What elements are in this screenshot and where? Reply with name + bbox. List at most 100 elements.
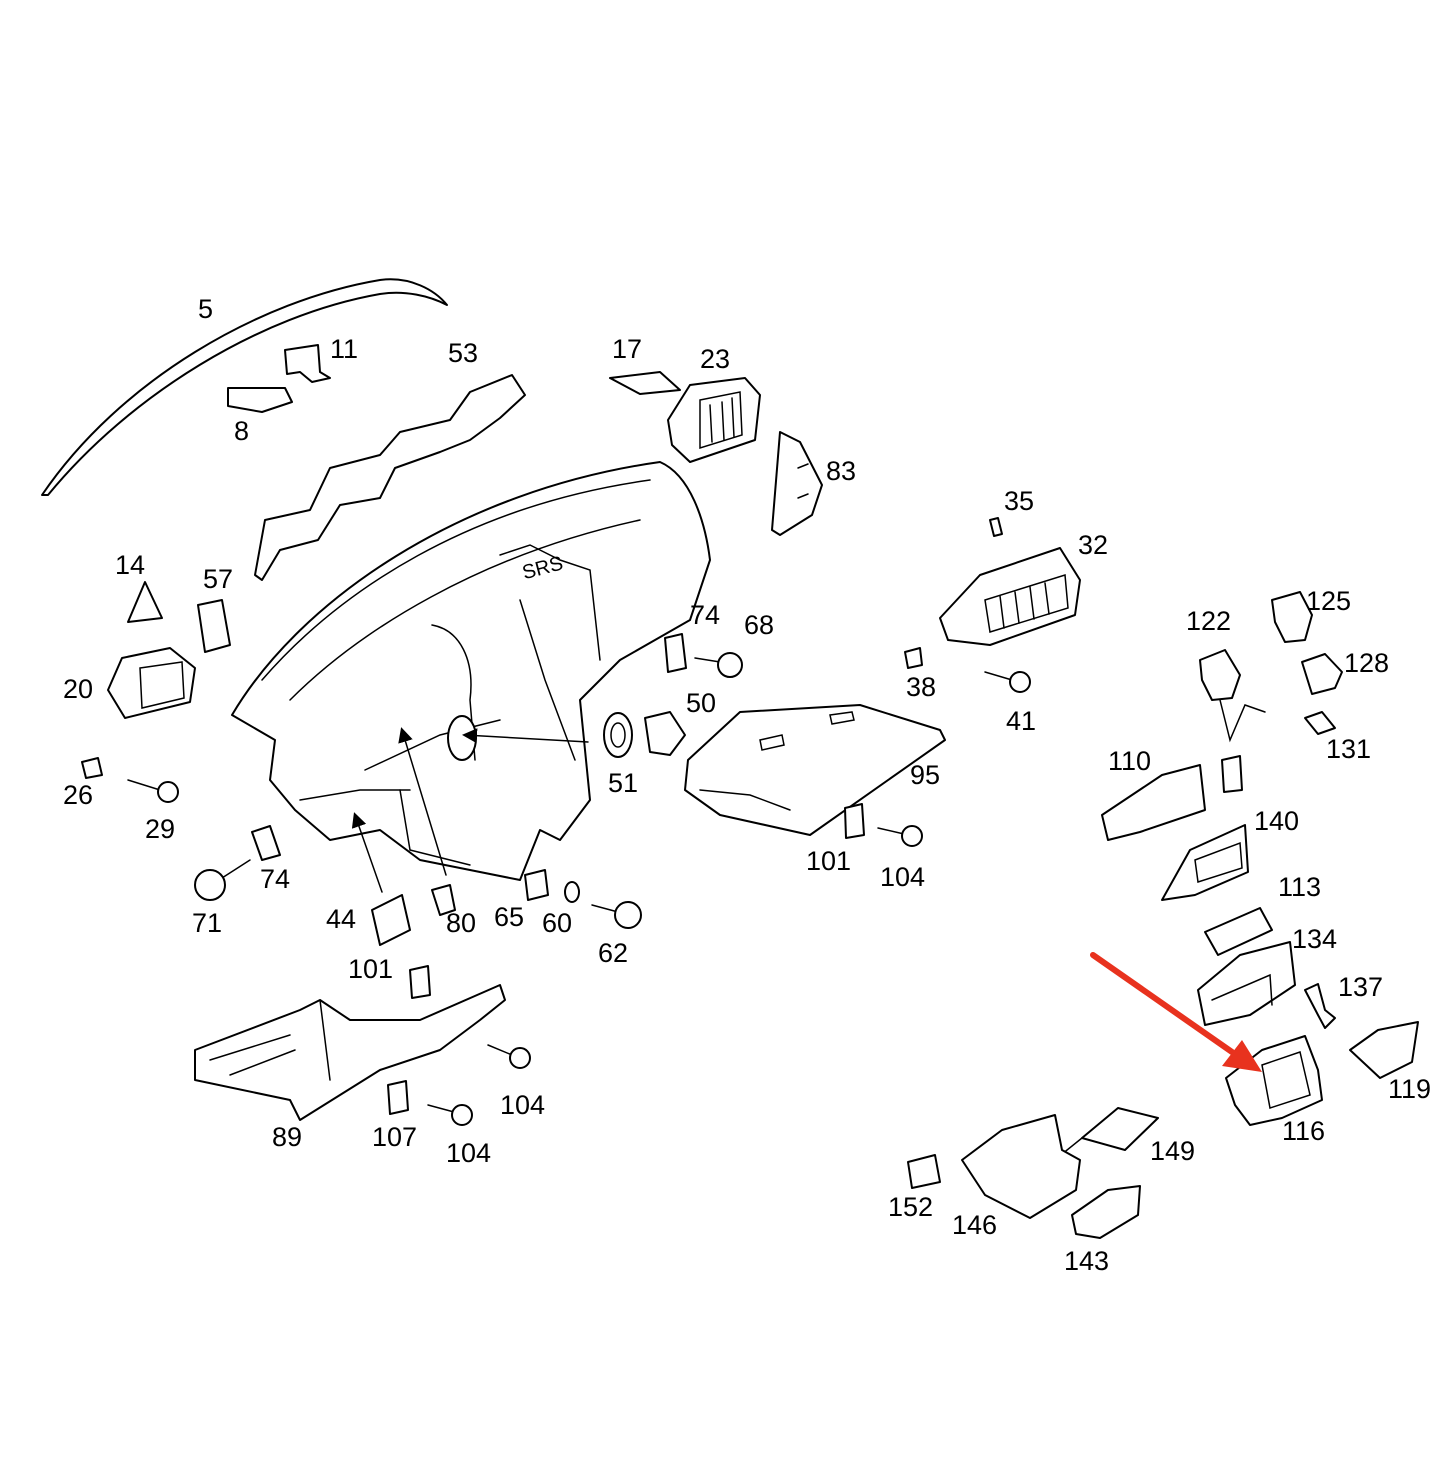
part-152-clip (907, 1154, 941, 1189)
part-125-socket (1271, 591, 1313, 643)
callout-11: 11 (330, 334, 358, 364)
callout-74-left: 74 (260, 864, 290, 894)
callout-122: 122 (1186, 606, 1231, 636)
callout-125: 125 (1306, 586, 1351, 616)
part-89-lower-panel (194, 984, 506, 1121)
part-68-bolt (694, 652, 743, 678)
part-20-air-outlet (107, 647, 196, 719)
part-128-cap (1301, 653, 1343, 695)
part-113-cover (1204, 907, 1273, 956)
part-38-clip (904, 647, 923, 669)
callout-101-upper: 101 (806, 846, 851, 876)
part-101-clip-upper (844, 803, 865, 839)
callout-104-upper: 104 (880, 862, 925, 892)
part-119-tray (1349, 1021, 1419, 1079)
callout-44: 44 (326, 904, 356, 934)
highlight-arrow (1090, 952, 1262, 1072)
part-62-bolt (591, 901, 642, 929)
callout-74-upper: 74 (690, 600, 720, 630)
part-14-grille (127, 581, 163, 623)
part-149-pad (1081, 1107, 1159, 1151)
callout-50: 50 (686, 688, 716, 718)
part-74-clip-left (251, 825, 281, 861)
dashboard-carrier: SRS (231, 461, 711, 881)
callout-38: 38 (906, 672, 936, 702)
callout-41: 41 (1006, 706, 1036, 736)
part-44-cover (371, 894, 411, 946)
callout-119: 119 (1388, 1074, 1431, 1104)
callout-20: 20 (63, 674, 93, 704)
part-107-clip (387, 1080, 409, 1115)
callout-60: 60 (542, 908, 572, 938)
part-26-clip (81, 757, 103, 779)
callout-146: 146 (952, 1210, 997, 1240)
callout-113: 113 (1278, 872, 1321, 902)
callout-32: 32 (1078, 530, 1108, 560)
part-134-tray (1197, 941, 1296, 1026)
callout-51: 51 (608, 768, 638, 798)
part-32-air-outlet (939, 547, 1081, 646)
callout-80: 80 (446, 908, 476, 938)
callout-149: 149 (1150, 1136, 1195, 1166)
part-104-screw-c (877, 825, 923, 847)
part-131-bulb (1304, 711, 1336, 735)
callout-137: 137 (1338, 972, 1383, 1002)
part-110-switch-panel (1101, 764, 1206, 841)
part-60-washer (564, 881, 580, 903)
part-137-fastener (1304, 983, 1336, 1029)
part-51-ring (603, 712, 633, 758)
callout-128: 128 (1344, 648, 1389, 678)
part-57-bracket (197, 599, 231, 653)
callout-104-mid: 104 (500, 1090, 545, 1120)
callout-62: 62 (598, 938, 628, 968)
callout-95: 95 (910, 760, 940, 790)
part-35-clip (989, 517, 1003, 537)
callout-labels: 5 11 8 53 17 23 83 14 57 20 26 29 74 71 … (63, 294, 1431, 1276)
callout-107: 107 (372, 1122, 417, 1152)
callout-8: 8 (234, 416, 249, 446)
part-101-clip-lower (409, 965, 431, 999)
part-53-defroster-duct (254, 374, 526, 581)
part-11-bracket (284, 344, 331, 383)
part-41-screw (984, 671, 1031, 693)
callout-23: 23 (700, 344, 730, 374)
callout-110: 110 (1108, 746, 1151, 776)
callout-116: 116 (1282, 1116, 1325, 1146)
callout-83: 83 (826, 456, 856, 486)
callout-68: 68 (744, 610, 774, 640)
part-95-glove-box (684, 704, 946, 836)
part-146-tray (961, 1114, 1081, 1219)
part-17-grille (609, 371, 681, 395)
callout-29: 29 (145, 814, 175, 844)
callout-14: 14 (115, 550, 145, 580)
part-143-insert (1071, 1185, 1141, 1239)
callout-57: 57 (203, 564, 233, 594)
callout-131: 131 (1326, 734, 1371, 764)
part-140-air-outlet (1161, 824, 1249, 901)
part-5-trim-strip (41, 278, 448, 496)
part-104-screw-a (487, 1044, 531, 1069)
callout-17: 17 (612, 334, 642, 364)
part-104-screw-b (427, 1104, 473, 1126)
callout-152: 152 (888, 1192, 933, 1222)
part-65-clip (524, 869, 549, 901)
part-23-air-outlet (667, 377, 761, 463)
callout-35: 35 (1004, 486, 1034, 516)
callout-71: 71 (192, 908, 222, 938)
callout-53: 53 (448, 338, 478, 368)
part-29-screw (127, 779, 179, 803)
callout-134: 134 (1292, 924, 1337, 954)
callout-140: 140 (1254, 806, 1299, 836)
part-83-side-cover (771, 431, 823, 536)
part-74-clip-upper (664, 633, 687, 673)
callout-26: 26 (63, 780, 93, 810)
part-50-knob (644, 711, 686, 756)
part-122-lighter (1199, 649, 1266, 793)
part-71-bolt (194, 859, 251, 901)
callout-101-lower: 101 (348, 954, 393, 984)
callout-89: 89 (272, 1122, 302, 1152)
part-116-ashtray-housing (1225, 1035, 1323, 1126)
callout-143: 143 (1064, 1246, 1109, 1276)
callout-5: 5 (198, 294, 213, 324)
